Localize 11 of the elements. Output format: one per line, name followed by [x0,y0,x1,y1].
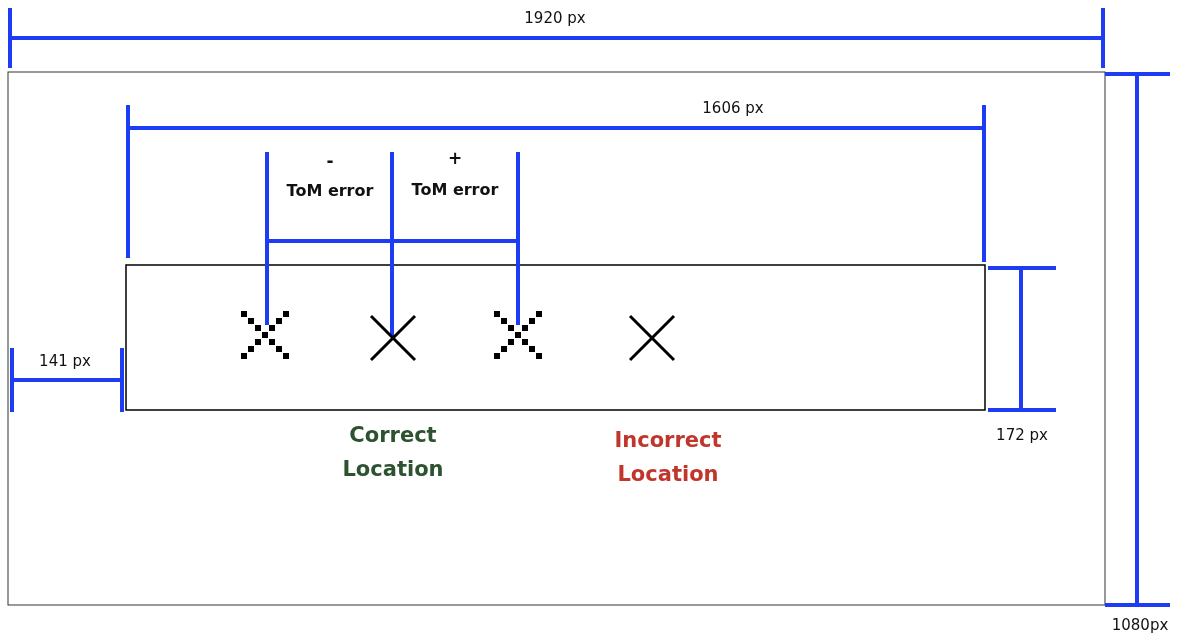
location-label: Incorrect Location [613,427,723,488]
error-label: ToM error [286,180,374,200]
error-label: ToM error [411,179,499,199]
dimension-label: 1080px [1111,616,1169,634]
dimension-label: 1606 px [702,99,764,117]
location-label: Correct Location [341,422,445,483]
dimension-label: 141 px [39,352,91,370]
dimension-label: 1920 px [524,9,586,27]
dimension-label: 172 px [996,426,1048,444]
error-sign: + [447,148,463,168]
error-sign: - [326,151,334,171]
